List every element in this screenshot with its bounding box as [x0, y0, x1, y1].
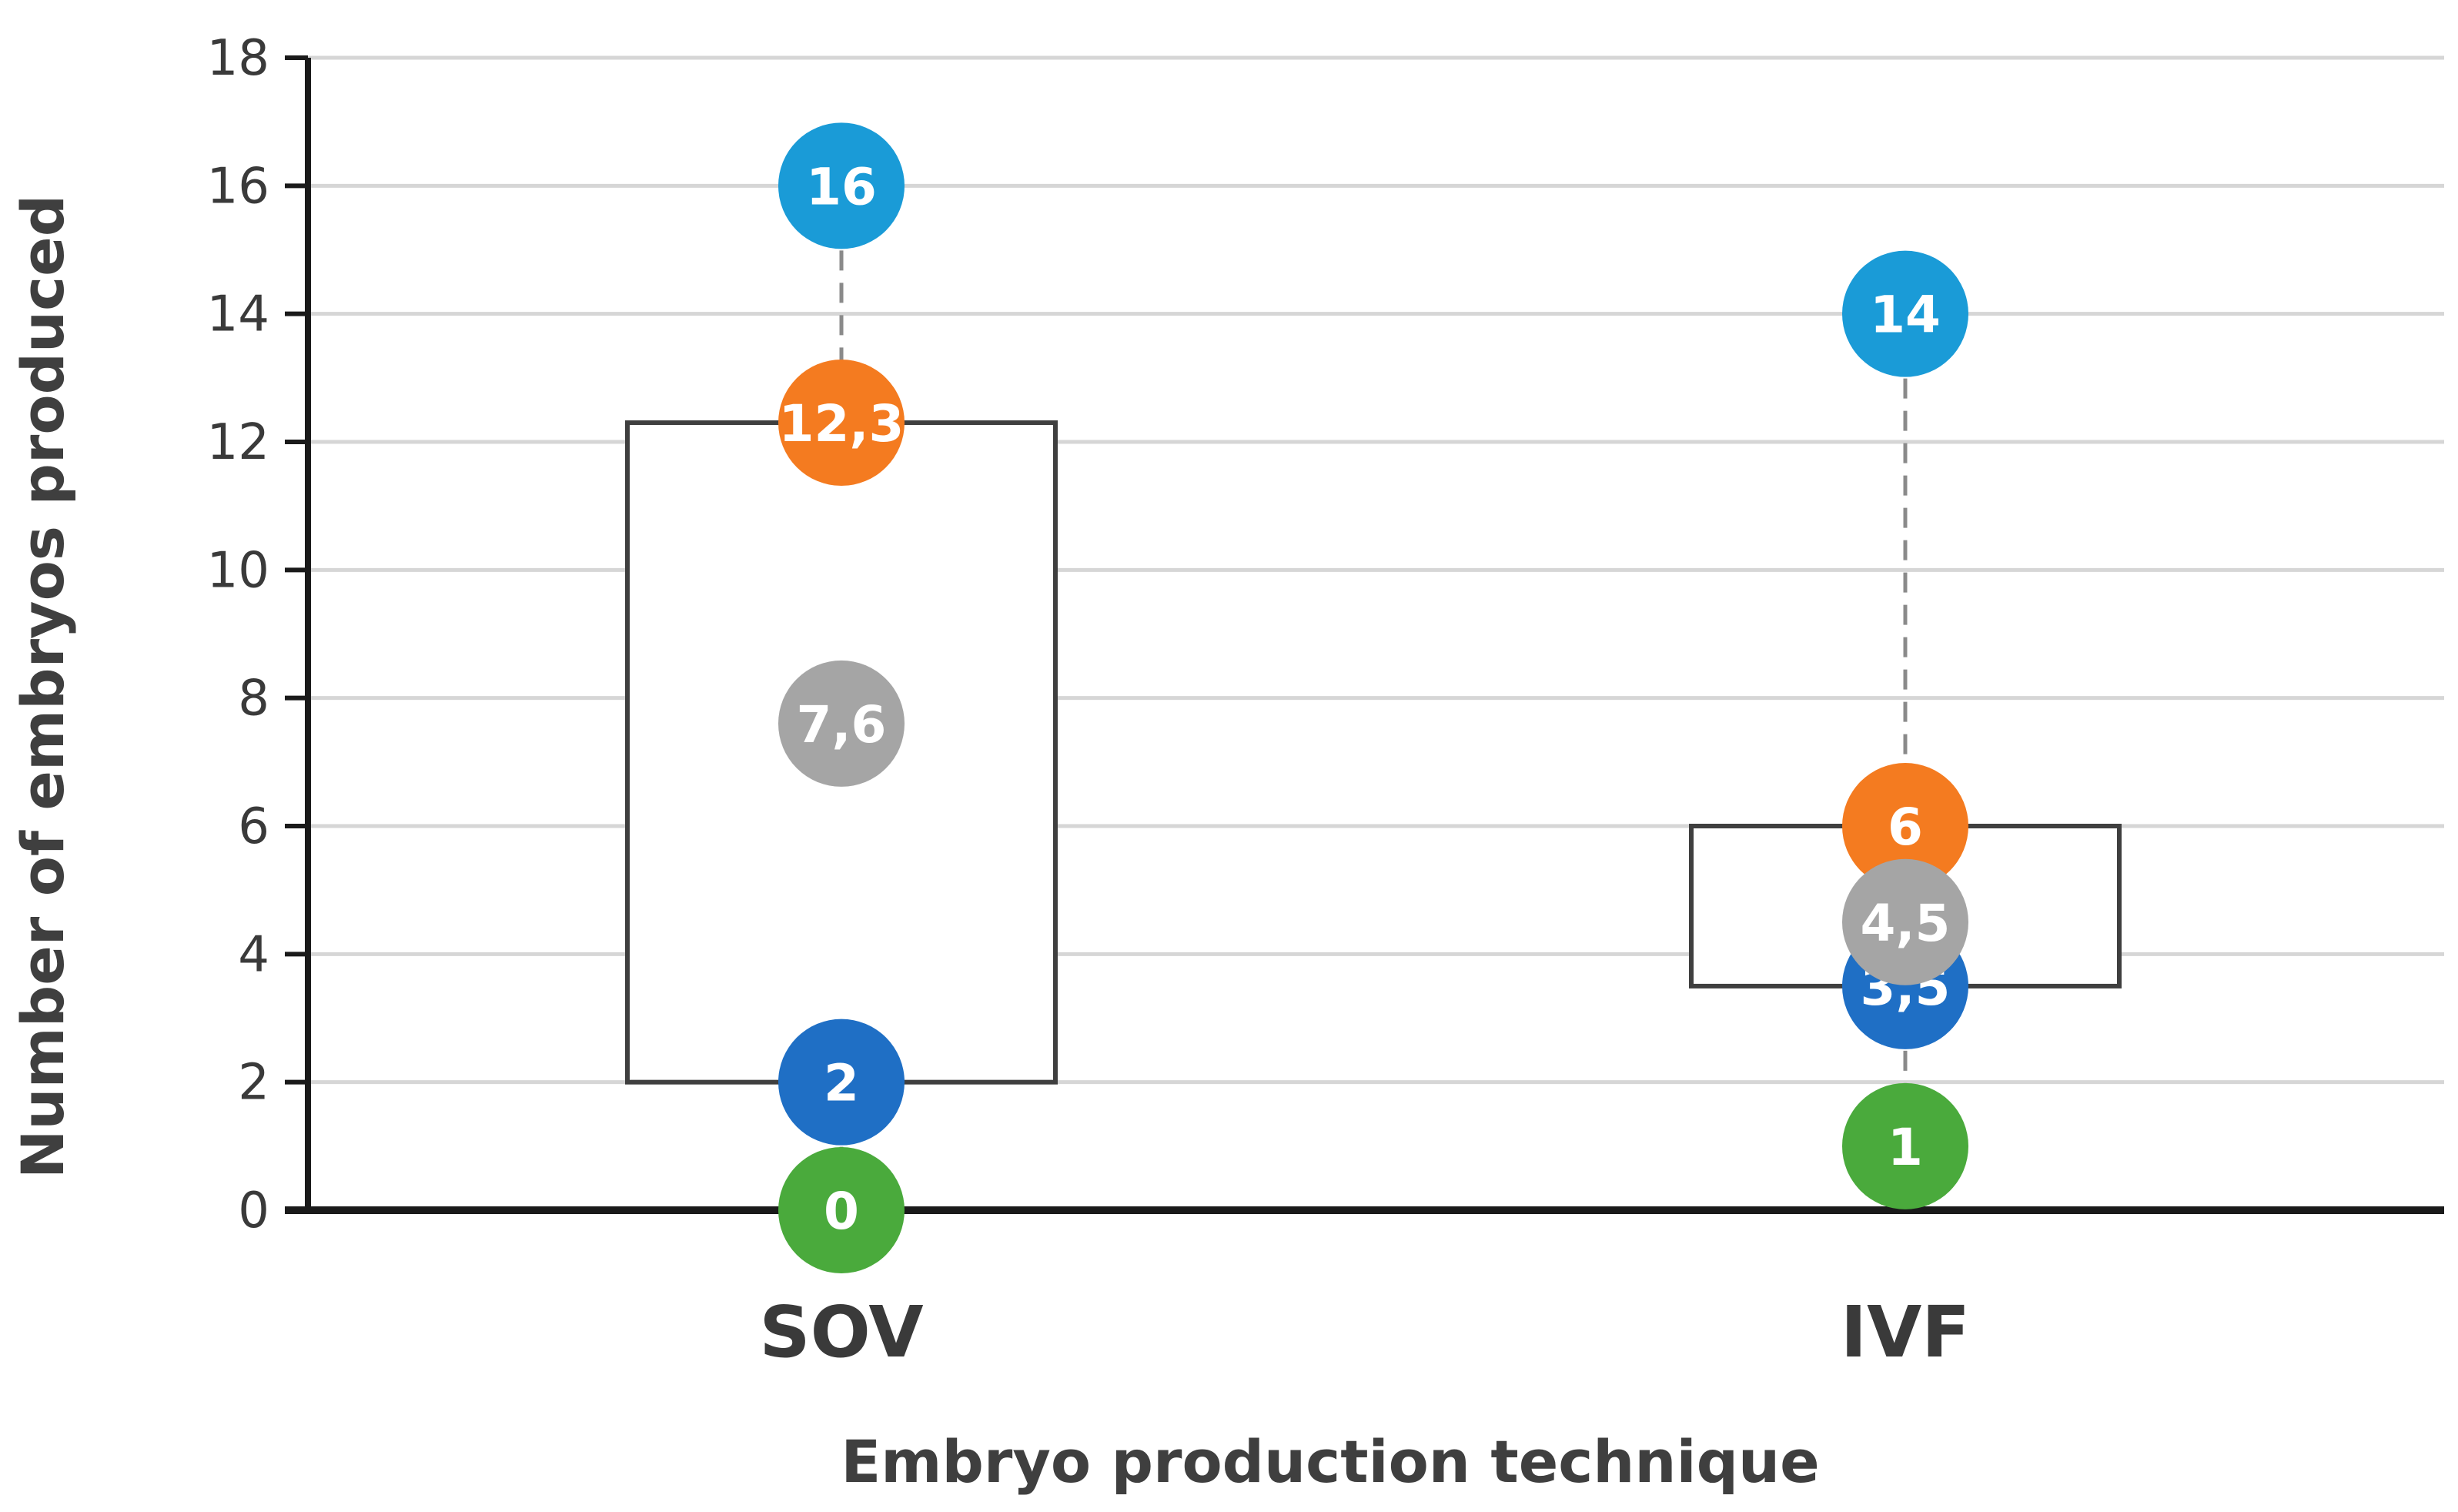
data-label: 16 — [806, 157, 877, 216]
data-label: 12,3 — [779, 394, 905, 453]
data-point-marker — [778, 360, 905, 487]
data-point-marker — [1842, 250, 1968, 377]
y-tick-label: 18 — [207, 30, 269, 87]
y-tick-labels: 0 2 4 6 8 10 12 14 16 18 — [207, 30, 308, 1239]
data-point-marker — [1842, 1082, 1968, 1209]
y-tick-label: 6 — [238, 798, 269, 855]
box-sov — [625, 420, 1058, 1085]
x-axis-title: Embryo production technique — [841, 1427, 1819, 1496]
y-tick-label: 10 — [207, 542, 269, 599]
y-tick-label: 2 — [238, 1055, 269, 1112]
data-label: 2 — [824, 1054, 859, 1113]
data-point: 7,6 — [778, 660, 905, 787]
data-point: 1 — [1842, 1082, 1968, 1209]
x-category-labels: SOV IVF — [759, 1291, 1970, 1373]
y-tick-label: 4 — [238, 926, 269, 983]
data-label: 1 — [1888, 1118, 1923, 1177]
x-category-label: IVF — [1841, 1291, 1970, 1373]
data-point: 6 — [1842, 763, 1968, 889]
boxes — [625, 420, 2122, 1085]
data-label: 4,5 — [1861, 894, 1951, 953]
data-point: 12,3 — [778, 360, 905, 487]
data-label: 7,6 — [797, 695, 887, 754]
data-point-marker — [1842, 858, 1968, 985]
y-tick-label: 0 — [238, 1183, 269, 1239]
data-point: 2 — [778, 1019, 905, 1146]
y-axis-title: Number of embryos produced — [8, 195, 77, 1179]
y-tick-label: 8 — [238, 671, 269, 728]
data-point-marker — [778, 122, 905, 249]
y-tick-label: 12 — [207, 414, 269, 471]
data-point: 16 — [778, 122, 905, 249]
data-point: 4,5 — [1842, 858, 1968, 985]
data-point: 14 — [1842, 250, 1968, 377]
y-tick-label: 16 — [207, 158, 269, 215]
data-label: 14 — [1870, 286, 1941, 345]
data-point: 0 — [778, 1147, 905, 1273]
x-category-label: SOV — [759, 1291, 923, 1373]
data-point-marker — [778, 660, 905, 787]
data-label: 0 — [824, 1182, 859, 1241]
y-tick-label: 14 — [207, 286, 269, 343]
data-point-marker — [1842, 763, 1968, 889]
axes — [285, 58, 2444, 1214]
data-label: 6 — [1888, 798, 1923, 857]
data-point-marker — [778, 1019, 905, 1146]
data-point-marker — [778, 1147, 905, 1273]
